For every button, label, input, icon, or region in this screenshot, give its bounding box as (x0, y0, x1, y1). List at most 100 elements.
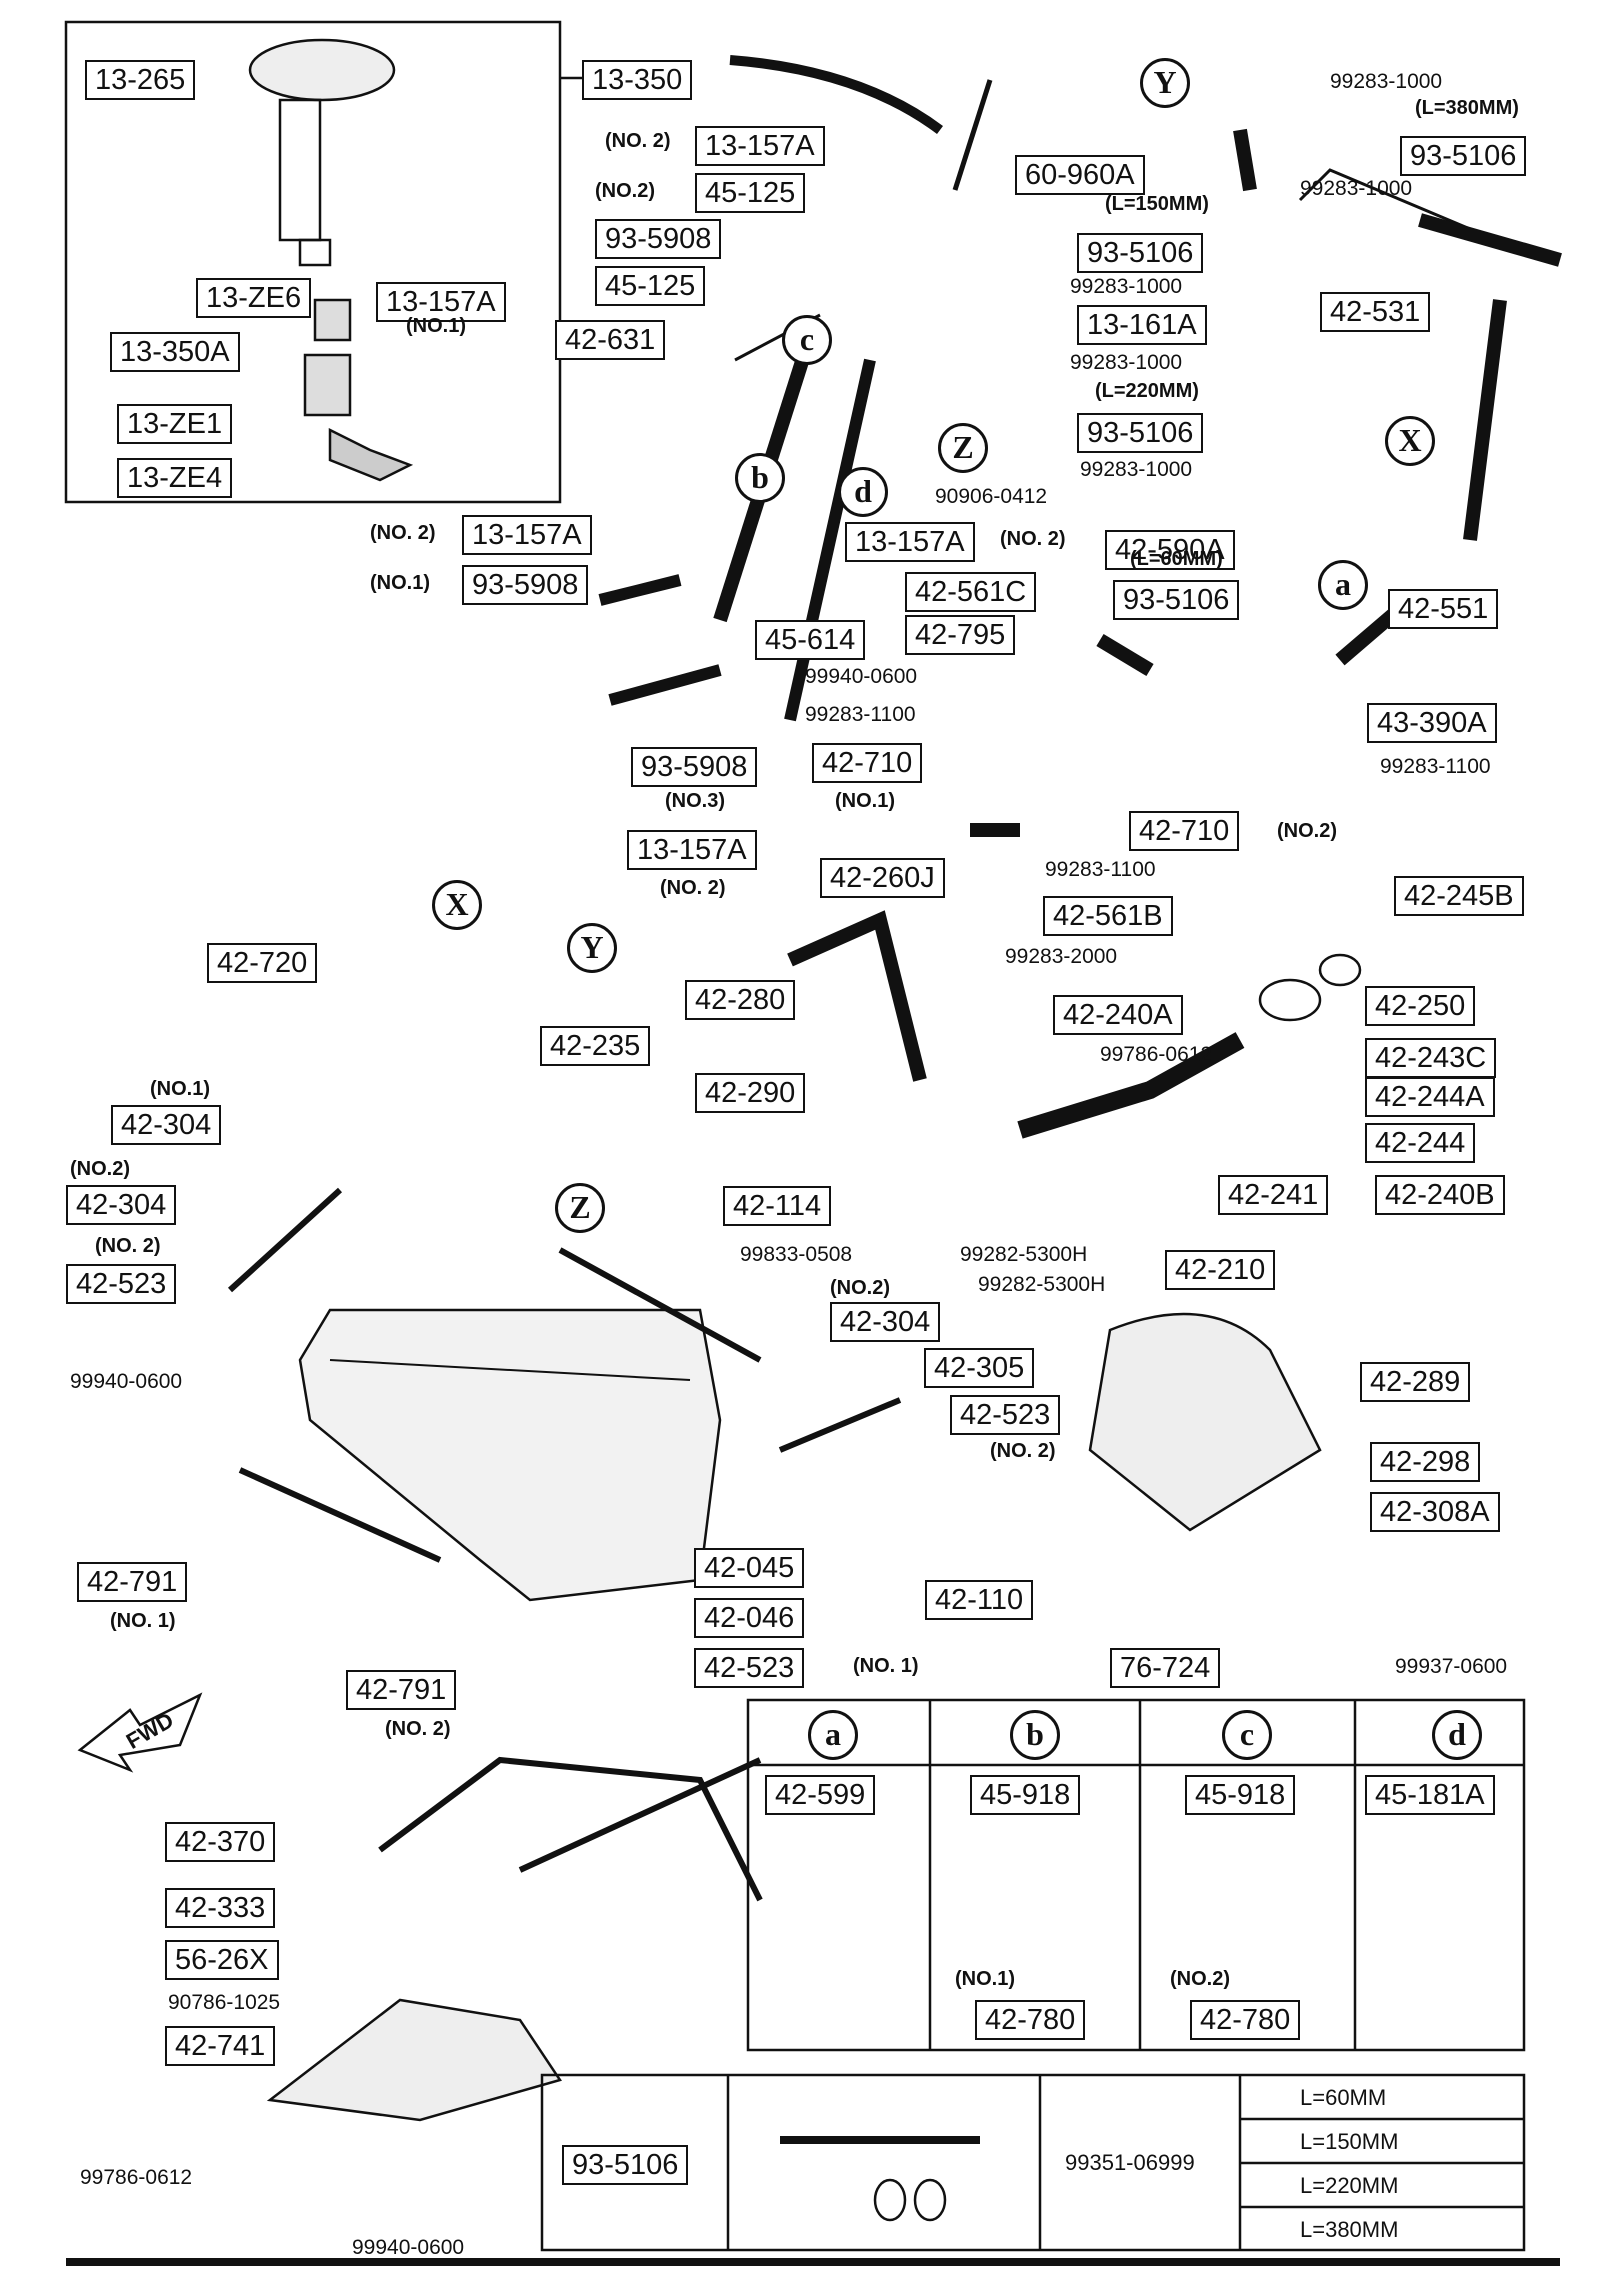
part-label: 42-710 (1129, 811, 1240, 851)
part-number: 99283-1000 (1070, 275, 1183, 298)
length-table-l380: L=380MM (1300, 2217, 1399, 2242)
note: (L=220MM) (1095, 380, 1199, 402)
callout-y: Y (1140, 58, 1190, 108)
part-number: 99283-1000 (1080, 458, 1193, 481)
note: (NO. 2) (660, 877, 726, 899)
part-label: 45-614 (755, 620, 866, 660)
part-label: 93-5106 (1077, 413, 1204, 453)
note: (NO.1) (835, 790, 895, 812)
part-label: 42-333 (165, 1888, 276, 1928)
part-label: 42-791 (77, 1562, 188, 1602)
part-label: 13-157A (376, 282, 506, 322)
part-label: 42-551 (1388, 589, 1499, 629)
part-label: 42-305 (924, 1348, 1035, 1388)
part-label: 42-795 (905, 615, 1016, 655)
detail-part-b: 45-918 (970, 1775, 1081, 1815)
part-label: 42-561B (1043, 896, 1173, 936)
part-label: 42-720 (207, 943, 318, 983)
part-label: 45-125 (595, 266, 706, 306)
part-label: 93-5908 (462, 565, 589, 605)
part-number: 99786-0612 (80, 2166, 193, 2189)
part-label: 42-304 (830, 1302, 941, 1342)
note: (NO. 2) (990, 1440, 1056, 1462)
part-label: 13-ZE4 (117, 458, 233, 498)
part-label: 42-523 (694, 1648, 805, 1688)
part-number: 99282-5300H (978, 1273, 1106, 1296)
part-number: 99283-1000 (1300, 177, 1413, 200)
part-number: 99283-1000 (1330, 70, 1443, 93)
part-label: 42-240B (1375, 1175, 1505, 1215)
part-label: 42-304 (111, 1105, 222, 1145)
part-number: 99940-0600 (70, 1370, 183, 1393)
note: (NO.3) (665, 790, 725, 812)
note: (NO.1) (370, 572, 430, 594)
table-header-b: b (1010, 1710, 1060, 1760)
note: (L=150MM) (1105, 193, 1209, 215)
part-label: 13-157A (462, 515, 592, 555)
note: (NO.2) (70, 1158, 130, 1180)
note: (NO.2) (1170, 1968, 1230, 1990)
part-number: 99282-5300H (960, 1243, 1088, 1266)
callout-x: X (1385, 416, 1435, 466)
detail-part-a: 42-599 (765, 1775, 876, 1815)
note: (NO. 2) (370, 522, 436, 544)
part-label: 42-241 (1218, 1175, 1329, 1215)
note: (NO.2) (595, 180, 655, 202)
length-table-part: 93-5106 (562, 2145, 689, 2185)
part-label: 93-5106 (1077, 233, 1204, 273)
part-label: 42-046 (694, 1598, 805, 1638)
part-number: 90906-0412 (935, 485, 1048, 508)
note: (L=60MM) (1130, 548, 1223, 570)
detail-part-d: 45-181A (1365, 1775, 1495, 1815)
detail-subpart-c: 42-780 (1190, 2000, 1301, 2040)
note: (NO. 2) (605, 130, 671, 152)
part-label: 43-390A (1367, 703, 1497, 743)
part-label: 56-26X (165, 1940, 279, 1980)
part-label: 42-523 (66, 1264, 177, 1304)
part-label: 42-110 (925, 1580, 1034, 1620)
callout-c: c (782, 315, 832, 365)
callout-b: b (735, 453, 785, 503)
table-header-a: a (808, 1710, 858, 1760)
part-label: 42-260J (820, 858, 945, 898)
part-label: 42-631 (555, 320, 666, 360)
table-header-d: d (1432, 1710, 1482, 1760)
note: (NO.1) (150, 1078, 210, 1100)
part-number: 99937-0600 (1395, 1655, 1508, 1678)
part-label: 42-289 (1360, 1362, 1471, 1402)
part-label: 42-304 (66, 1185, 177, 1225)
part-label: 42-741 (165, 2026, 276, 2066)
part-label: 13-350A (110, 332, 240, 372)
part-label: 42-045 (694, 1548, 805, 1588)
table-header-c: c (1222, 1710, 1272, 1760)
note: (NO.2) (1277, 820, 1337, 842)
part-label: 42-240A (1053, 995, 1183, 1035)
part-number: 99283-1100 (1380, 755, 1491, 778)
callout-d: d (838, 467, 888, 517)
note: (NO. 1) (853, 1655, 919, 1677)
part-label: 13-157A (695, 126, 825, 166)
part-label: 93-5908 (631, 747, 758, 787)
note: (L=380MM) (1415, 97, 1519, 119)
part-number: 99283-2000 (1005, 945, 1118, 968)
part-label: 13-ZE1 (117, 404, 233, 444)
note: (NO. 2) (95, 1235, 161, 1257)
part-label: 93-5106 (1400, 136, 1527, 176)
part-label: 13-ZE6 (196, 278, 312, 318)
part-label: 42-243C (1365, 1038, 1497, 1078)
part-number: 99786-0612 (1100, 1043, 1213, 1066)
callout-z: Z (555, 1183, 605, 1233)
length-table-l60: L=60MM (1300, 2085, 1387, 2110)
length-table-l220: L=220MM (1300, 2173, 1399, 2198)
part-label: 42-250 (1365, 986, 1476, 1026)
part-label: 42-523 (950, 1395, 1061, 1435)
part-label: 42-244A (1365, 1077, 1495, 1117)
note: (NO. 2) (1000, 528, 1066, 550)
part-label: 93-5106 (1113, 580, 1240, 620)
part-label: 42-280 (685, 980, 796, 1020)
detail-subpart-b: 42-780 (975, 2000, 1086, 2040)
part-number: 99940-0600 (805, 665, 918, 688)
note: (NO.2) (830, 1277, 890, 1299)
note: (NO.1) (955, 1968, 1015, 1990)
part-label: 42-710 (812, 743, 923, 783)
